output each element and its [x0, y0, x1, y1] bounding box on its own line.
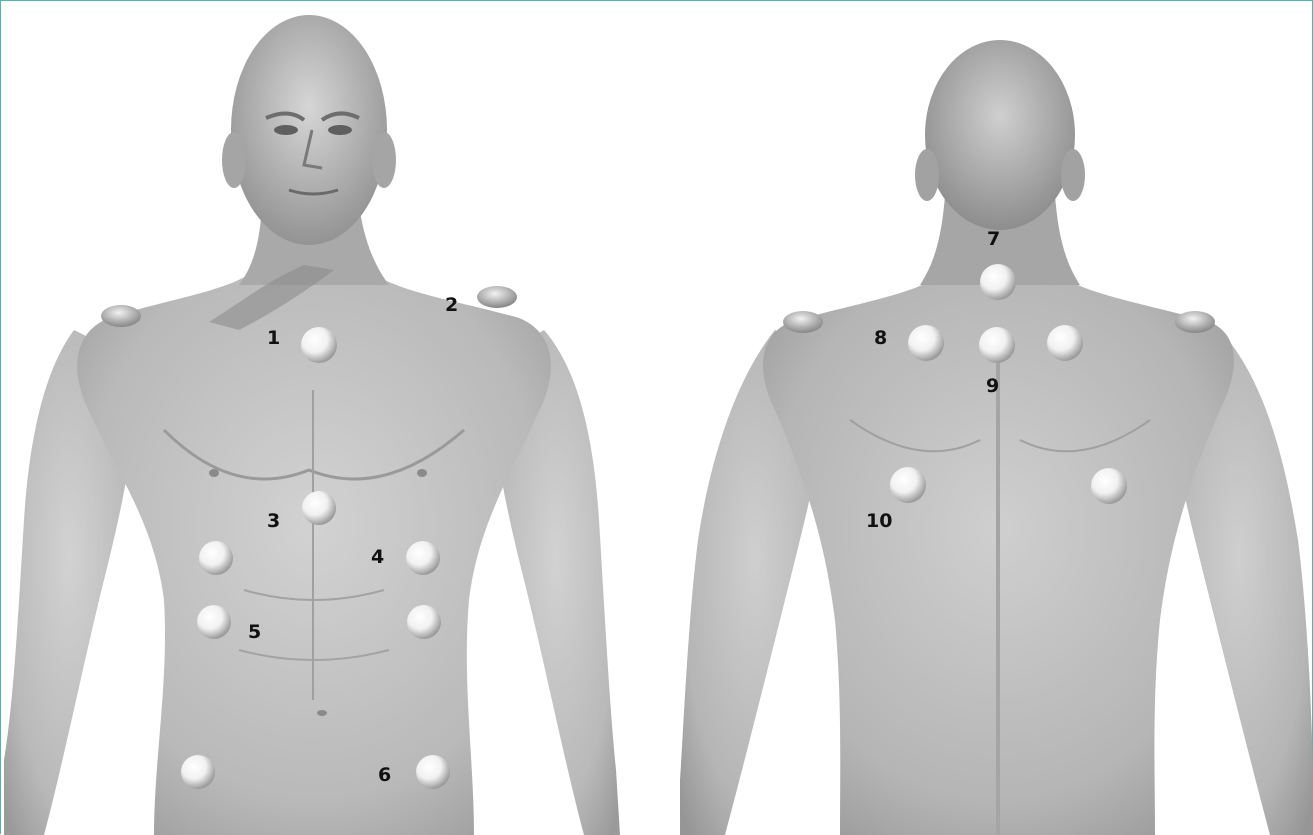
front-view-panel: 1 2 3 4 5 6 [4, 0, 620, 835]
front-right-shoulder-pad [101, 305, 141, 327]
electrode-4-right [199, 541, 233, 575]
label-6: 6 [378, 766, 391, 785]
electrode-5 [197, 605, 231, 639]
back-body-figure [680, 0, 1313, 835]
back-head [925, 40, 1075, 230]
label-9: 9 [986, 377, 999, 396]
front-head [231, 15, 387, 245]
back-right-shoulder-pad [1175, 311, 1215, 333]
electrode-10 [890, 467, 926, 503]
electrode-1 [301, 327, 337, 363]
electrode-3 [302, 491, 336, 525]
label-8: 8 [874, 329, 887, 348]
label-3: 3 [267, 512, 280, 531]
label-2: 2 [445, 296, 458, 315]
label-5: 5 [248, 623, 261, 642]
electrode-8-right [1047, 325, 1083, 361]
electrode-8 [908, 325, 944, 361]
back-view-panel: 7 8 9 10 [680, 0, 1313, 835]
label-7: 7 [987, 230, 1000, 249]
electrode-4 [406, 541, 440, 575]
front-body-figure [4, 0, 620, 835]
label-4: 4 [371, 548, 384, 567]
label-1: 1 [267, 329, 280, 348]
electrode-6 [416, 755, 450, 789]
electrode-10-right [1091, 468, 1127, 504]
back-left-shoulder-pad [783, 311, 823, 333]
front-left-shoulder-pad [477, 286, 517, 308]
electrode-6-right [181, 755, 215, 789]
electrode-7 [980, 264, 1016, 300]
electrode-5-left [407, 605, 441, 639]
electrode-9 [979, 327, 1015, 363]
label-10: 10 [866, 512, 892, 531]
